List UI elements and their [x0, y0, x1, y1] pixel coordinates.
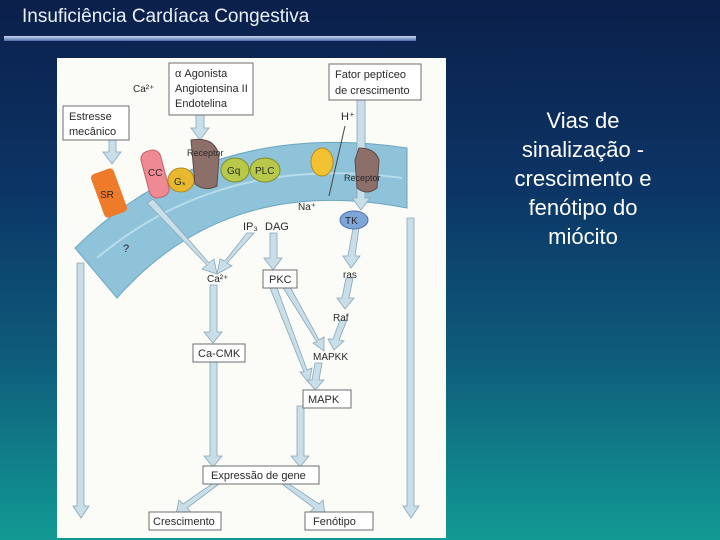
ca-ion-label: Ca²⁺	[133, 84, 154, 95]
gq-protein	[220, 157, 250, 183]
tk-label: TK	[345, 216, 358, 227]
side-caption-line-5: miócito	[548, 224, 618, 249]
gene-expression-box	[202, 465, 320, 485]
side-caption-line-4: fenótipo do	[528, 195, 638, 220]
phenotype-label: Fenótipo	[313, 516, 356, 528]
sr-label: SR	[100, 190, 114, 201]
h-ion-label: H⁺	[341, 111, 355, 123]
arrow-camk-gene	[203, 361, 223, 468]
agonist-line-1: α Agonista	[175, 68, 228, 80]
receptor-left-label: Receptor	[187, 148, 224, 158]
yellow-channel	[310, 147, 334, 177]
arrow-gene-phenotype	[280, 483, 326, 515]
plc-label: PLC	[255, 166, 274, 177]
arrow-stress	[102, 137, 122, 165]
mapk-box	[302, 389, 352, 409]
receptor-right-label: Receptor	[344, 173, 381, 183]
plc-protein	[249, 157, 281, 183]
arrow-mapkk-mapk	[306, 362, 325, 391]
na-ion-label: Na⁺	[298, 202, 316, 213]
side-caption: Vias de sinalização - crescimento e fenó…	[452, 106, 714, 251]
cc-label: CC	[148, 168, 162, 179]
arrow-dag-pkc	[263, 232, 283, 271]
arrow-tk-ras	[342, 227, 361, 269]
arrow-ras-raf	[336, 277, 355, 310]
arrow-left-growth	[72, 262, 90, 519]
cc-channel	[140, 149, 170, 199]
pkc-label: PKC	[269, 274, 292, 286]
exchanger-line	[328, 125, 346, 197]
arrow-raf-mapkk	[327, 319, 348, 351]
arrow-ca-camk	[203, 284, 223, 344]
title-underline	[4, 36, 416, 41]
gq-label: Gq	[227, 166, 240, 177]
agonist-line-2: Angiotensina II	[175, 83, 248, 95]
tk-protein	[339, 210, 369, 230]
gs-label: Gₛ	[174, 177, 186, 188]
ip3-label: IP₃	[243, 221, 258, 233]
stress-line-2: mecânico	[69, 126, 116, 138]
phenotype-box	[304, 511, 374, 531]
agonist-line-3: Endotelina	[175, 98, 228, 110]
side-caption-line-3: crescimento e	[514, 166, 652, 191]
growth-factor-line-1: Fator peptíceo	[335, 69, 406, 81]
ca-cmk-box	[192, 343, 246, 363]
dag-label: DAG	[265, 221, 289, 233]
pkc-box	[262, 269, 298, 289]
sr-shape	[90, 168, 128, 218]
arrow-right-phenotype	[402, 217, 420, 519]
raf-label: Raf	[333, 313, 349, 324]
stress-line-1: Estresse	[69, 111, 112, 123]
mapk-label: MAPK	[308, 394, 340, 406]
mapkk-label: MAPKK	[313, 352, 348, 363]
arrow-cc-ca	[146, 198, 218, 275]
arrow-ip3-ca	[216, 232, 255, 275]
signaling-diagram-svg: α Agonista Angiotensina II Endotelina Fa…	[62, 62, 422, 531]
arrow-mapk-gene	[290, 405, 310, 468]
side-caption-line-2: sinalização -	[521, 137, 645, 162]
slide-title: Insuficiência Cardíaca Congestiva	[22, 6, 310, 27]
agonist-box	[168, 62, 254, 116]
gs-protein	[167, 167, 195, 193]
side-caption-line-1: Vias de	[546, 108, 620, 133]
growth-box	[148, 511, 222, 531]
arrow-pkc-mapkk	[281, 282, 325, 352]
stress-box	[62, 105, 130, 141]
ca2-inside-label: Ca²⁺	[207, 274, 228, 285]
ras-label: ras	[343, 270, 357, 281]
gene-expression-label: Expressão de gene	[211, 470, 306, 482]
growth-label: Crescimento	[153, 516, 215, 528]
signaling-diagram: α Agonista Angiotensina II Endotelina Fa…	[57, 58, 446, 538]
arrow-gene-growth	[175, 483, 221, 515]
receptor-right-shape	[354, 147, 380, 193]
question-mark: ?	[123, 243, 129, 255]
growth-factor-line-2: de crescimento	[335, 85, 410, 97]
arrow-pkc-mapk	[269, 287, 313, 384]
receptor-left-shape	[190, 138, 220, 190]
growth-factor-box	[328, 63, 422, 101]
ca-cmk-label: Ca-CMK	[198, 348, 241, 360]
